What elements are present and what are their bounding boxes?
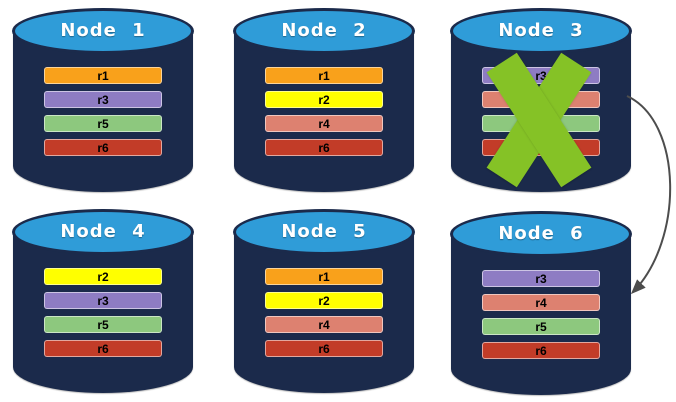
cylinder-top: Node 4 [12, 209, 194, 255]
replica-bar: r5 [482, 115, 600, 132]
cylinder-body [13, 32, 193, 192]
node-6: Node 6 r3 r4 r5 r6 [450, 211, 632, 395]
replica-bar: r5 [44, 115, 162, 132]
replica-bar: r4 [265, 316, 383, 333]
node-1: Node 1 r1 r3 r5 r6 [12, 8, 194, 192]
replica-bar: r5 [482, 318, 600, 335]
node-2: Node 2 r1 r2 r4 r6 [233, 8, 415, 192]
replica-bar: r2 [265, 292, 383, 309]
cylinder-top: Node 6 [450, 211, 632, 257]
node-3: Node 3 r3 r4 r5 r6 [450, 8, 632, 192]
replica-list: r1 r2 r4 r6 [265, 268, 383, 357]
replica-bar: r3 [482, 67, 600, 84]
replica-bar: r2 [265, 91, 383, 108]
replica-bar: r2 [44, 268, 162, 285]
cylinder-top: Node 1 [12, 8, 194, 54]
replica-bar: r3 [482, 270, 600, 287]
replica-bar: r6 [44, 340, 162, 357]
node-5: Node 5 r1 r2 r4 r6 [233, 209, 415, 393]
cylinder-top: Node 3 [450, 8, 632, 54]
cylinder-top: Node 2 [233, 8, 415, 54]
cylinder-body [451, 235, 631, 395]
replica-bar: r6 [482, 139, 600, 156]
replica-bar: r6 [482, 342, 600, 359]
node-title: Node 4 [60, 220, 146, 242]
replica-list: r1 r3 r5 r6 [44, 67, 162, 156]
arrow-curve [626, 95, 672, 295]
node-4: Node 4 r2 r3 r5 r6 [12, 209, 194, 393]
node-title: Node 6 [498, 222, 584, 244]
replica-bar: r4 [265, 115, 383, 132]
replica-bar: r4 [482, 91, 600, 108]
replica-bar: r1 [265, 268, 383, 285]
replica-list: r3 r4 r5 r6 [482, 67, 600, 156]
replica-bar: r5 [44, 316, 162, 333]
node-title: Node 5 [281, 220, 367, 242]
cylinder-body [13, 233, 193, 393]
replica-list: r3 r4 r5 r6 [482, 270, 600, 359]
node-title: Node 1 [60, 19, 146, 41]
replica-bar: r3 [44, 91, 162, 108]
node-title: Node 3 [498, 19, 584, 41]
node-title: Node 2 [281, 19, 367, 41]
replica-bar: r3 [44, 292, 162, 309]
cylinder-top: Node 5 [233, 209, 415, 255]
replica-bar: r6 [44, 139, 162, 156]
replica-bar: r4 [482, 294, 600, 311]
replica-list: r1 r2 r4 r6 [265, 67, 383, 156]
replica-bar: r6 [265, 340, 383, 357]
replica-bar: r1 [265, 67, 383, 84]
replica-bar: r1 [44, 67, 162, 84]
cylinder-body [234, 32, 414, 192]
replica-bar: r6 [265, 139, 383, 156]
cylinder-body [234, 233, 414, 393]
replica-list: r2 r3 r5 r6 [44, 268, 162, 357]
